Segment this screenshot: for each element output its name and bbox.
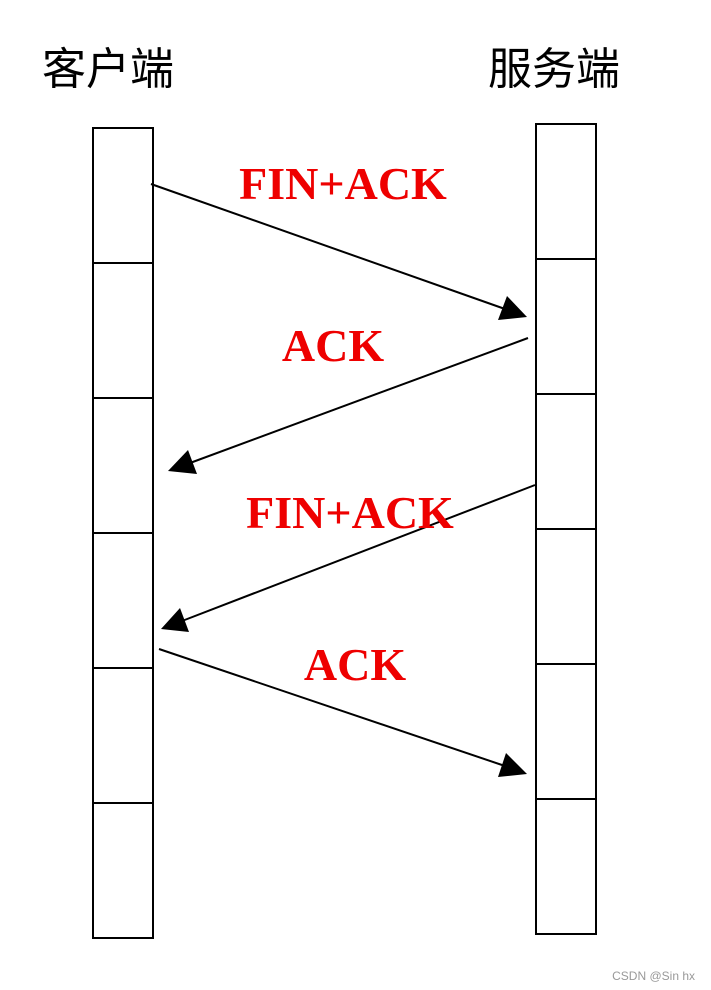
arrow-2-head bbox=[168, 450, 197, 474]
arrow-3-fin-ack bbox=[181, 484, 536, 622]
message-label-1: FIN+ACK bbox=[239, 158, 447, 209]
arrow-1-head bbox=[498, 296, 527, 320]
server-timeline-cell bbox=[535, 123, 597, 260]
client-timeline bbox=[92, 127, 154, 939]
server-timeline bbox=[535, 123, 597, 935]
arrow-2-ack bbox=[189, 337, 529, 464]
server-label: 服务端 bbox=[488, 44, 620, 95]
server-timeline-cell bbox=[535, 798, 597, 935]
client-timeline-cell bbox=[92, 397, 154, 534]
server-timeline-cell bbox=[535, 258, 597, 395]
client-label: 客户端 bbox=[42, 44, 174, 95]
server-timeline-cell bbox=[535, 528, 597, 665]
client-timeline-cell bbox=[92, 532, 154, 669]
client-timeline-cell bbox=[92, 802, 154, 939]
arrow-4-head bbox=[498, 753, 527, 777]
client-timeline-cell bbox=[92, 262, 154, 399]
message-label-3: FIN+ACK bbox=[246, 487, 454, 538]
client-timeline-cell bbox=[92, 667, 154, 804]
message-label-2: ACK bbox=[282, 320, 384, 371]
arrow-4-ack bbox=[158, 648, 506, 767]
message-arrows bbox=[150, 183, 536, 777]
server-timeline-cell bbox=[535, 393, 597, 530]
message-label-4: ACK bbox=[304, 639, 406, 690]
watermark-text: CSDN @Sin hx bbox=[612, 969, 695, 983]
arrow-3-head bbox=[161, 608, 189, 632]
client-timeline-cell bbox=[92, 127, 154, 264]
arrow-1-fin-ack bbox=[150, 183, 506, 310]
server-timeline-cell bbox=[535, 663, 597, 800]
